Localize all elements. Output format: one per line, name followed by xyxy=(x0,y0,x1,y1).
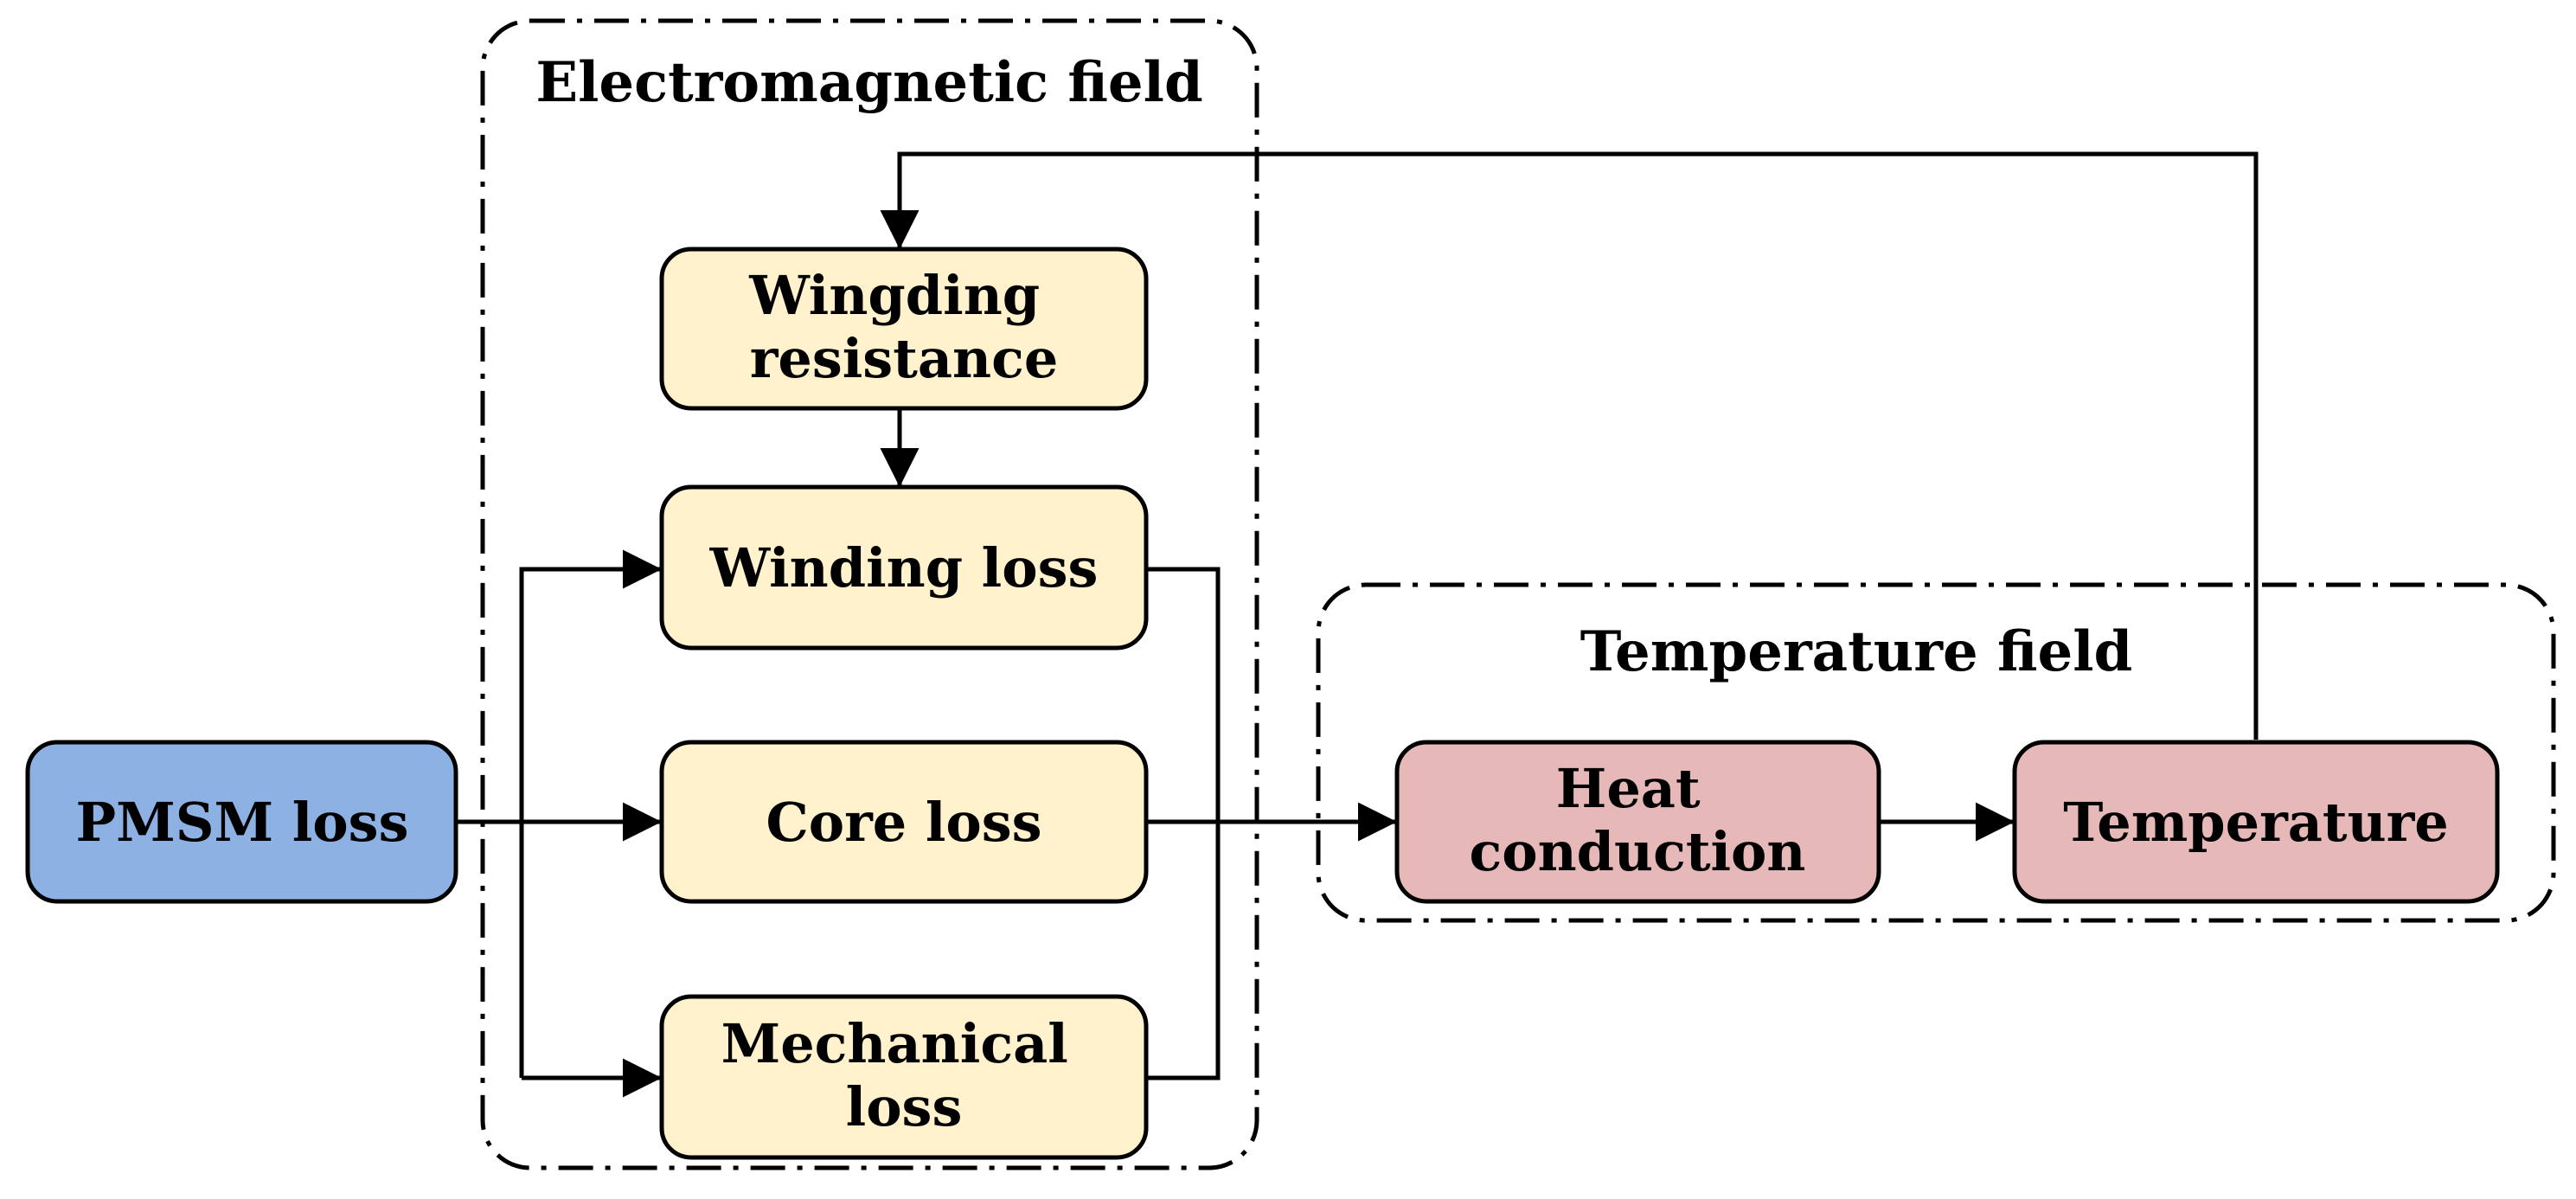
edge-pmsm-to-winding-loss xyxy=(519,549,662,1078)
winding-loss-label: Winding loss xyxy=(709,536,1099,600)
svg-text:Winding loss: Winding loss xyxy=(709,536,1099,600)
pmsm-loss-box xyxy=(25,740,458,904)
node-winding-resistance: Wingding resistance xyxy=(659,247,1149,411)
svg-text:PMSM loss: PMSM loss xyxy=(76,791,409,854)
heat-conduction-box xyxy=(1394,740,1881,904)
svg-text:Heat conduction: Heat conduction xyxy=(1470,757,1806,883)
winding-resistance-label-line-2: resistance xyxy=(750,327,1059,390)
node-core-loss: Core loss xyxy=(659,740,1149,904)
node-winding-loss: Winding loss xyxy=(659,484,1149,651)
core-loss-label: Core loss xyxy=(766,791,1041,854)
mechanical-loss-label-line-1: Mechanical xyxy=(721,1012,1068,1075)
mechanical-loss-label-line-2: loss xyxy=(846,1075,963,1138)
svg-text:Core loss: Core loss xyxy=(766,791,1041,854)
winding-resistance-label-line-1: Wingding xyxy=(748,264,1040,327)
pmsm-loss-label: PMSM loss xyxy=(76,791,409,854)
electromagnetic-field-title: Electromagnetic field xyxy=(535,50,1202,115)
temperature-label: Temperature xyxy=(2063,791,2449,854)
winding-loss-box xyxy=(659,484,1149,651)
edge-temperature-feedback xyxy=(880,151,2259,740)
svg-text:Wingding resistance: Wingding resistance xyxy=(748,264,1058,390)
connectors xyxy=(456,151,2259,1098)
temperature-box xyxy=(2012,740,2500,904)
node-temperature: Temperature xyxy=(2012,740,2500,904)
temperature-field-region: Temperature field xyxy=(1316,582,2556,923)
core-loss-box xyxy=(659,740,1149,904)
electromagnetic-field-region: Electromagnetic field xyxy=(480,18,1259,1170)
svg-text:Temperature: Temperature xyxy=(2063,791,2449,854)
heat-conduction-label-line-2: conduction xyxy=(1470,820,1806,883)
node-pmsm-loss: PMSM loss xyxy=(25,740,458,904)
mechanical-loss-box xyxy=(659,994,1149,1160)
svg-text:Mechanical loss: Mechanical loss xyxy=(721,1012,1087,1138)
node-mechanical-loss: Mechanical loss xyxy=(659,994,1149,1160)
node-heat-conduction: Heat conduction xyxy=(1394,740,1881,904)
heat-conduction-label-line-1: Heat xyxy=(1556,757,1701,820)
winding-resistance-box xyxy=(659,247,1149,411)
temperature-field-title: Temperature field xyxy=(1580,619,2133,684)
